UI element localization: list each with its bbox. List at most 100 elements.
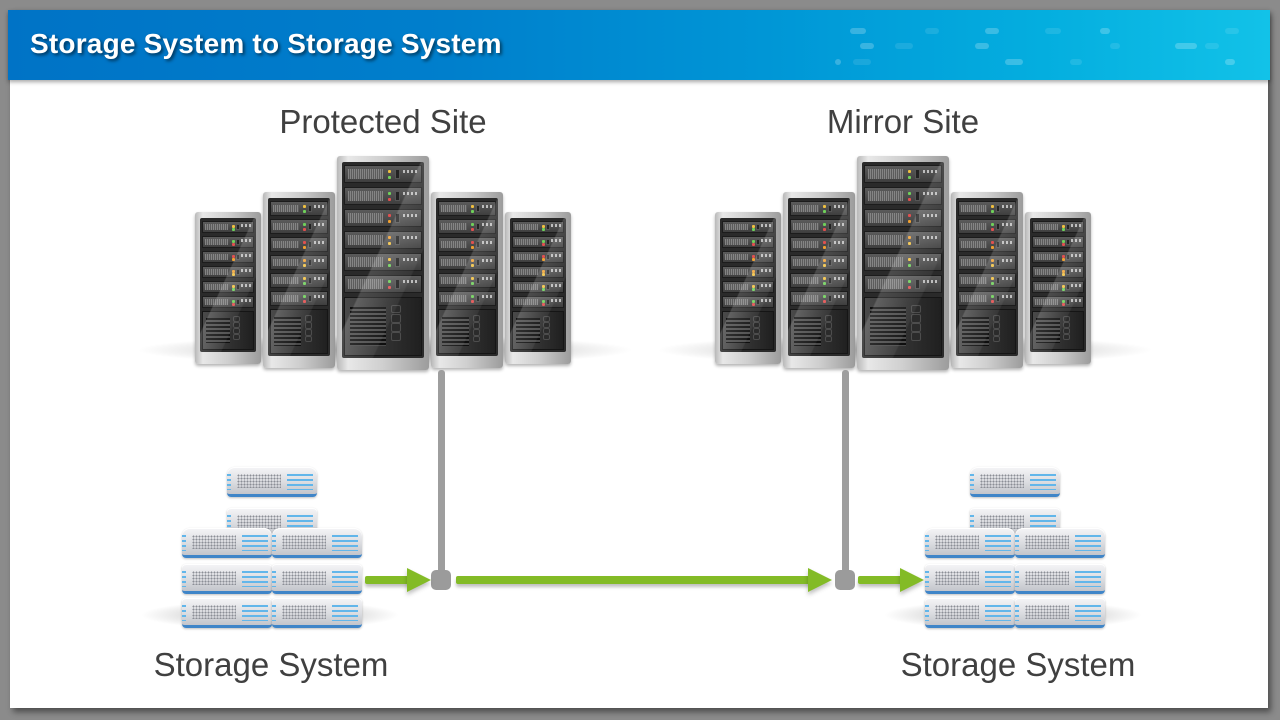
server-drive-bay	[790, 219, 848, 234]
status-led-icon	[751, 258, 755, 261]
status-led-icon	[541, 273, 545, 276]
status-led-icon	[388, 258, 392, 261]
storage-disk-unit-icon	[182, 564, 272, 594]
status-led-icon	[470, 205, 474, 209]
server-drive-bay	[512, 236, 564, 248]
status-led-icon	[302, 205, 306, 209]
arrow-shaft-storage-to-junction	[365, 576, 410, 584]
server-drive-bay	[344, 209, 422, 227]
status-led-icon	[908, 214, 912, 217]
server-drive-bay	[1032, 296, 1084, 308]
server-drive-bay	[270, 291, 328, 306]
status-led-icon	[302, 223, 306, 227]
server-drive-bay	[438, 237, 496, 252]
header-dash-decoration	[1005, 59, 1023, 65]
server-drive-bay	[202, 236, 254, 248]
server-drive-bay	[958, 291, 1016, 306]
status-led-icon	[231, 243, 235, 246]
status-led-icon	[822, 245, 826, 249]
server-base-unit	[344, 297, 422, 356]
status-led-icon	[470, 281, 474, 285]
server-tower-front	[956, 198, 1018, 356]
status-led-icon	[388, 219, 392, 223]
server-tower-icon	[263, 192, 335, 368]
status-led-icon	[990, 209, 994, 213]
server-drive-bay	[270, 273, 328, 288]
server-drive-bay	[722, 251, 774, 263]
storage-disk-unit-icon	[1015, 528, 1105, 558]
status-led-icon	[908, 197, 912, 201]
server-drive-bay	[512, 281, 564, 293]
status-led-icon	[231, 284, 235, 288]
status-led-icon	[388, 214, 392, 217]
server-drive-bay	[790, 237, 848, 252]
status-led-icon	[302, 259, 306, 263]
status-led-icon	[388, 280, 392, 283]
header-dash-decoration	[925, 28, 939, 34]
status-led-icon	[908, 263, 912, 267]
status-led-icon	[751, 303, 755, 306]
server-tower-front	[510, 218, 566, 352]
status-led-icon	[388, 236, 392, 239]
status-led-icon	[822, 223, 826, 227]
status-led-icon	[541, 303, 545, 306]
server-drive-bay	[864, 187, 942, 205]
header-dash-decoration	[985, 28, 999, 34]
status-led-icon	[541, 224, 545, 228]
server-drive-bay	[722, 221, 774, 233]
status-led-icon	[822, 259, 826, 263]
status-led-icon	[302, 295, 306, 299]
header-dash-decoration	[860, 43, 874, 49]
server-drive-bay	[1032, 281, 1084, 293]
server-drive-bay	[958, 219, 1016, 234]
status-led-icon	[388, 241, 392, 245]
status-led-icon	[302, 263, 306, 267]
status-led-icon	[990, 281, 994, 285]
header-dash-decoration	[1225, 28, 1239, 34]
server-drive-bay	[722, 281, 774, 293]
server-drive-bay	[202, 281, 254, 293]
title-bar: Storage System to Storage System	[8, 10, 1270, 80]
status-led-icon	[822, 263, 826, 267]
server-tower-front	[200, 218, 256, 352]
header-dash-decoration	[1070, 59, 1082, 65]
status-led-icon	[1061, 243, 1065, 246]
status-led-icon	[1061, 288, 1065, 291]
server-drive-bay	[958, 255, 1016, 270]
status-led-icon	[822, 299, 826, 303]
status-led-icon	[470, 223, 474, 227]
storage-disk-unit-icon	[970, 467, 1060, 497]
status-led-icon	[1061, 254, 1065, 258]
server-tower-icon	[1025, 212, 1091, 364]
status-led-icon	[990, 205, 994, 209]
storage-disk-unit-icon	[1015, 598, 1105, 628]
status-led-icon	[751, 273, 755, 276]
server-tower-front	[862, 162, 944, 358]
status-led-icon	[541, 269, 545, 273]
status-led-icon	[908, 236, 912, 239]
arrow-shaft-replication-link	[456, 576, 812, 584]
arrow-head-junction-to-storage	[900, 568, 924, 592]
status-led-icon	[908, 175, 912, 179]
protected-site-label: Protected Site	[279, 103, 487, 140]
storage-disk-unit-icon	[227, 467, 317, 497]
protected-site-connector-line	[438, 370, 445, 575]
storage-disk-unit-icon	[925, 564, 1015, 594]
status-led-icon	[302, 227, 306, 231]
server-drive-bay	[1032, 266, 1084, 278]
storage-disk-unit-icon	[182, 528, 272, 558]
server-drive-bay	[438, 219, 496, 234]
status-led-icon	[388, 170, 392, 173]
server-drive-bay	[864, 253, 942, 271]
header-dash-decoration	[850, 28, 866, 34]
server-drive-bay	[958, 237, 1016, 252]
status-led-icon	[302, 277, 306, 281]
status-led-icon	[470, 209, 474, 213]
storage-disk-unit-icon	[272, 598, 362, 628]
server-base-unit	[202, 311, 254, 350]
server-tower-front	[788, 198, 850, 356]
status-led-icon	[541, 258, 545, 261]
status-led-icon	[470, 299, 474, 303]
status-led-icon	[908, 258, 912, 261]
header-dash-decoration	[1045, 28, 1061, 34]
